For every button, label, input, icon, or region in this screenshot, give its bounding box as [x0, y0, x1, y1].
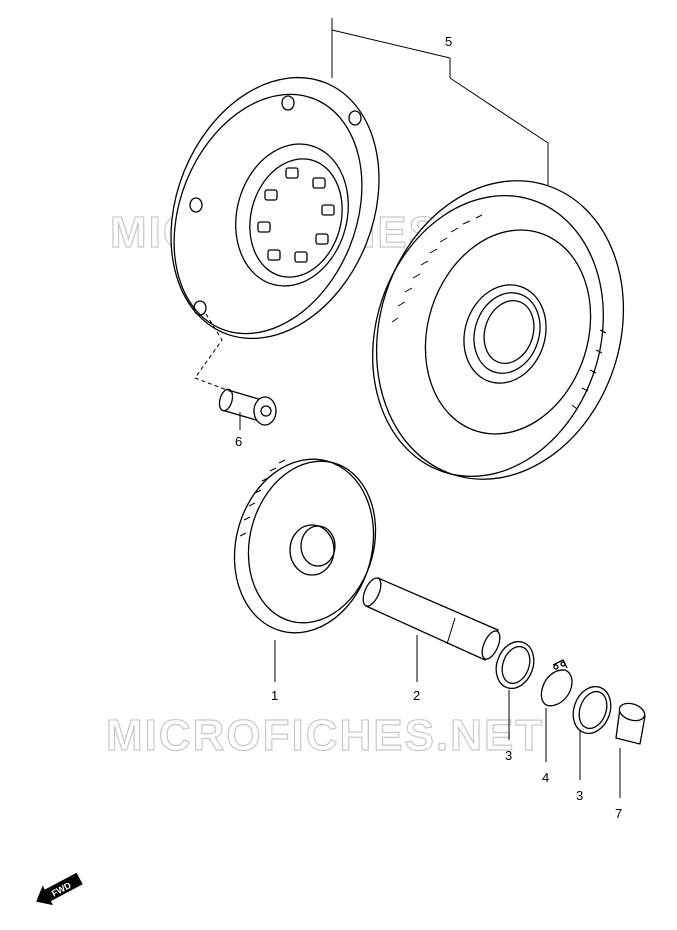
- callout-3b: 3: [576, 788, 583, 803]
- callout-6: 6: [235, 434, 242, 449]
- circlip: [540, 659, 573, 707]
- callout-1: 1: [271, 688, 278, 703]
- fwd-arrow-icon: FWD: [36, 872, 83, 906]
- housing-bolt: [218, 388, 277, 426]
- idle-gear-shaft: [362, 577, 501, 661]
- watermark-bottom: MICROFICHES.NET: [106, 711, 544, 760]
- washer-b: [572, 685, 612, 735]
- callout-2: 2: [413, 688, 420, 703]
- callout-4: 4: [542, 770, 549, 785]
- sprag-rollers: [257, 167, 335, 263]
- starter-driven-gear: [372, 180, 625, 480]
- starter-clutch-housing: [170, 76, 380, 340]
- callout-3a: 3: [505, 748, 512, 763]
- callout-7: 7: [615, 806, 622, 821]
- callout-5: 5: [445, 34, 452, 49]
- leader-lines: [194, 18, 621, 798]
- shaft-cap: [615, 702, 646, 745]
- washer-a: [495, 640, 535, 690]
- idle-gear: [233, 458, 377, 634]
